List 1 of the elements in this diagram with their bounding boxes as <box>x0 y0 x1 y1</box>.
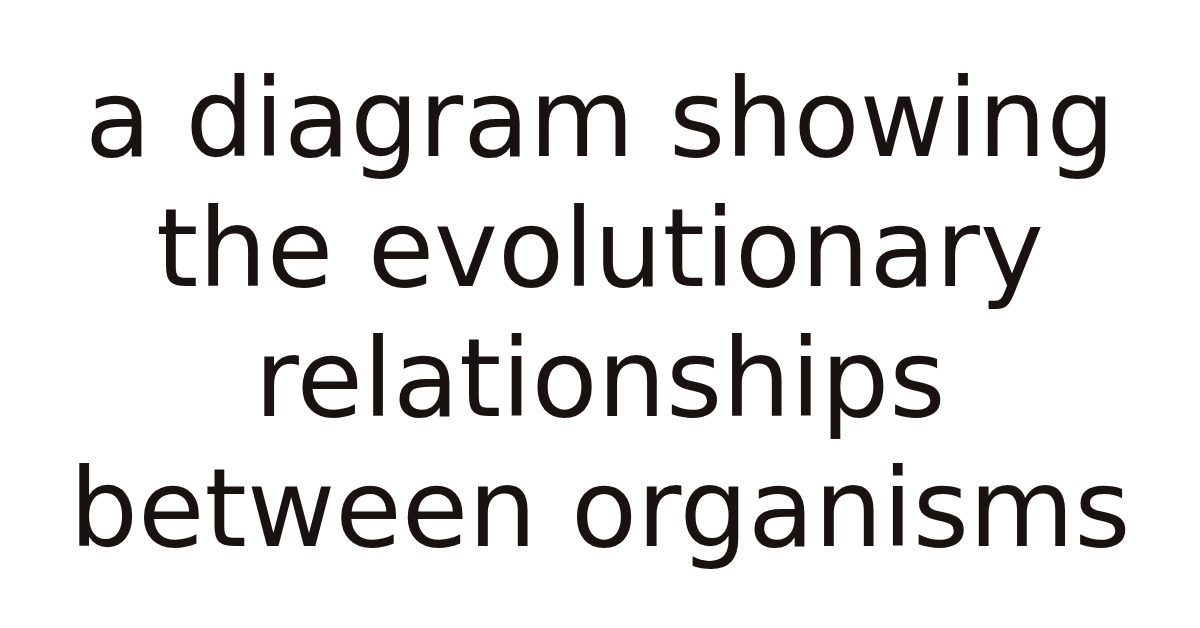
title: a diagram showing the evolutionary relationships between organisms <box>68 55 1132 573</box>
